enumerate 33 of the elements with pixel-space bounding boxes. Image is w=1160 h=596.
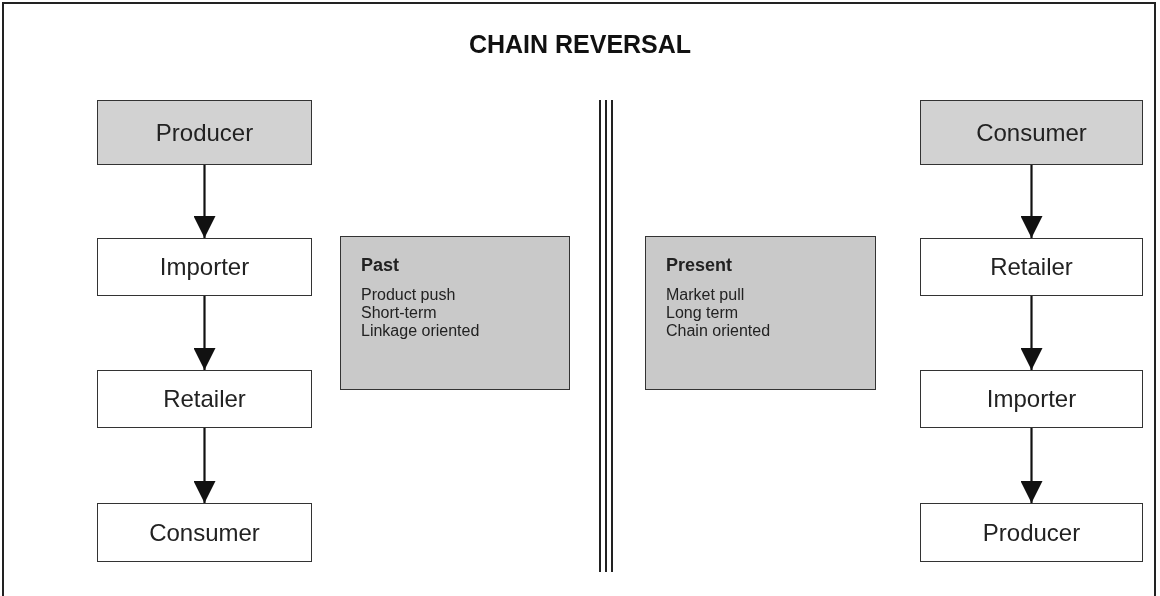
arrow <box>1020 165 1043 238</box>
note-heading: Past <box>361 255 400 276</box>
arrow <box>193 428 216 503</box>
process-box <box>920 100 1143 165</box>
box-label: Producer <box>982 518 1081 547</box>
process-box <box>97 370 312 428</box>
note-heading: Present <box>666 255 733 276</box>
arrow <box>193 296 216 370</box>
diagram-title: CHAIN REVERSAL <box>467 30 693 59</box>
note-text: Short-term <box>361 304 437 322</box>
note-text: Linkage oriented <box>361 322 480 340</box>
box-label: Consumer <box>149 518 260 547</box>
arrow <box>1020 428 1043 503</box>
box-label: Importer <box>159 253 250 281</box>
box-label: Consumer <box>976 118 1087 147</box>
note-text: Product push <box>361 286 456 304</box>
arrow <box>1020 296 1043 370</box>
arrow <box>193 165 216 238</box>
box-label: Retailer <box>990 253 1073 281</box>
note-box <box>645 236 876 390</box>
note-text: Market pull <box>666 286 745 304</box>
note-box <box>340 236 570 390</box>
process-box <box>920 370 1143 428</box>
process-box <box>97 238 312 296</box>
note-text: Long term <box>666 304 739 322</box>
process-box <box>920 238 1143 296</box>
box-label: Retailer <box>163 385 246 413</box>
box-label: Importer <box>986 385 1077 413</box>
note-text: Chain oriented <box>666 322 771 340</box>
process-box <box>97 100 312 165</box>
process-box <box>920 503 1143 562</box>
process-box <box>97 503 312 562</box>
box-label: Producer <box>155 118 254 147</box>
